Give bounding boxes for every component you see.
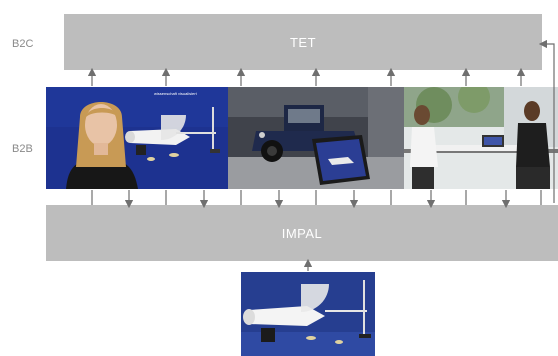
office-image [404,87,558,189]
car-showroom-image [228,87,404,189]
tet-label: TET [289,34,317,50]
physics-model-image [241,272,375,356]
b2c-level-label: B2C [12,38,34,50]
presenter-image: wissenschaft visualisiert [46,87,228,189]
svg-text:wissenschaft visualisiert: wissenschaft visualisiert [154,91,198,96]
tet-box: TET [64,14,542,70]
impal-label: IMPAL [281,225,323,241]
b2b-level-label: B2B [12,143,33,155]
impal-box: IMPAL [46,205,558,261]
